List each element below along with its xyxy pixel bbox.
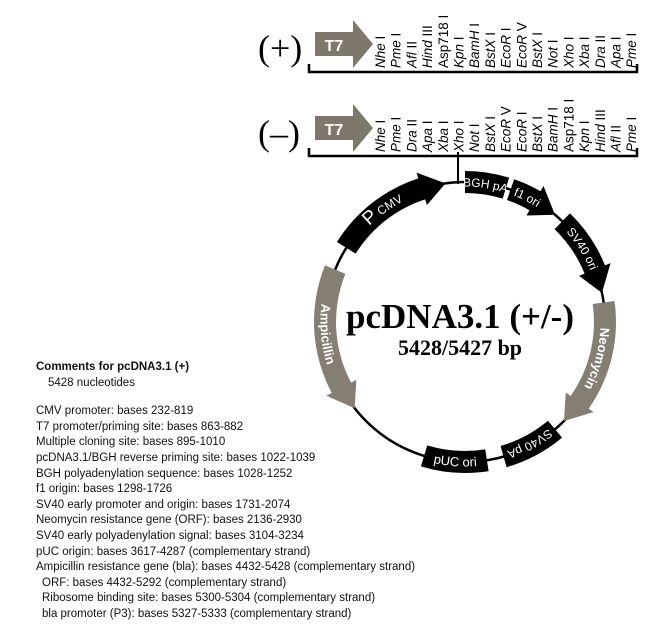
feature-bgh — [465, 171, 510, 199]
restriction-site: Xho I — [561, 36, 576, 69]
restriction-site: Hind III — [420, 25, 435, 68]
restriction-site: BstX I — [530, 116, 545, 152]
restriction-site: Apa I — [609, 36, 624, 69]
restriction-site: EcoR I — [499, 27, 514, 68]
mcs-bracket — [307, 64, 639, 74]
restriction-site: Afl II — [609, 125, 624, 153]
comment-line: T7 promoter/priming site: bases 863-882 — [36, 420, 244, 433]
restriction-site: Dra II — [404, 119, 419, 152]
plasmid-name: pcDNA3.1 (+/-) — [346, 297, 574, 336]
restriction-site: Pme I — [389, 33, 404, 68]
restriction-site: Dra II — [593, 35, 608, 68]
comments-title: Comments for pcDNA3.1 (+) — [36, 361, 190, 373]
comment-line: f1 origin: bases 1298-1726 — [36, 483, 173, 496]
restriction-site: Kpn I — [577, 120, 592, 152]
restriction-site: BstX I — [530, 32, 545, 68]
strand-label-plus: (+) — [258, 28, 302, 68]
feature-amp — [314, 265, 357, 409]
restriction-site: Afl II — [404, 41, 419, 69]
restriction-site: Nhe I — [373, 120, 388, 152]
comment-line: Neomycin resistance gene (ORF): bases 21… — [36, 514, 302, 527]
feature-puc — [420, 445, 489, 473]
comment-line: CMV promoter: bases 232-819 — [36, 405, 194, 418]
feature-sv40pa — [500, 420, 563, 468]
restriction-site: Pme I — [624, 33, 639, 68]
strand-label-minus: (–) — [258, 113, 300, 153]
restriction-site: Nhe I — [373, 36, 388, 68]
restriction-site: Xho I — [452, 120, 467, 153]
comment-line: Ampicillin resistance gene (bla): bases … — [36, 561, 416, 574]
comment-line: pUC origin: bases 3617-4287 (complementa… — [36, 545, 311, 558]
t7-promoter-arrow — [315, 20, 373, 68]
comments-block: Comments for pcDNA3.1 (+) 5428 nucleotid… — [36, 360, 415, 623]
restriction-site: Hind III — [593, 109, 608, 152]
restriction-site: BamH I — [467, 23, 482, 68]
comment-subline: bla promoter (P3): bases 5327-5333 (comp… — [42, 607, 352, 620]
restriction-site: Not I — [546, 39, 561, 68]
t7-promoter-arrow — [315, 104, 373, 152]
feature-f1 — [507, 179, 555, 216]
restriction-site: Not I — [467, 123, 482, 152]
restriction-site: BamH I — [546, 107, 561, 152]
comment-line: Multiple cloning site: bases 895-1010 — [36, 436, 226, 449]
mcs-bracket — [307, 148, 639, 158]
restriction-site: Xba I — [577, 36, 592, 69]
feature-neo — [563, 300, 617, 421]
restriction-site: BstX I — [483, 116, 498, 152]
restriction-site: Apa I — [420, 120, 435, 153]
restriction-site: Kpn I — [452, 36, 467, 68]
restriction-site: EcoR I — [514, 111, 529, 152]
restriction-site: Asp718 I — [561, 99, 576, 152]
comment-line: pcDNA3.1/BGH reverse priming site: bases… — [36, 451, 316, 464]
feature-label-puc: pUC ori — [433, 451, 478, 469]
comment-subline: ORF: bases 4432-5292 (complementary stra… — [42, 576, 287, 589]
restriction-site: BstX I — [483, 32, 498, 68]
comment-line: SV40 early polyadenylation signal: bases… — [36, 529, 304, 542]
feature-sv40ori — [554, 213, 611, 293]
restriction-site: Asp718 I — [436, 15, 451, 68]
comment-subline: Ribosome binding site: bases 5300-5304 (… — [42, 592, 376, 605]
comment-line: SV40 early promoter and origin: bases 17… — [36, 498, 291, 511]
restriction-site: EcoR V — [514, 22, 529, 68]
restriction-site: Pme I — [389, 117, 404, 152]
t7-label: T7 — [325, 38, 344, 55]
feature-pcmv — [336, 172, 446, 254]
restriction-site: EcoR V — [499, 106, 514, 152]
restriction-site: Xba I — [436, 120, 451, 153]
nucleotide-count: 5428 nucleotides — [48, 376, 135, 389]
restriction-site: Pme I — [624, 117, 639, 152]
plasmid-size: 5428/5427 bp — [398, 335, 522, 360]
comment-line: BGH polyadenylation sequence: bases 1028… — [36, 467, 293, 480]
t7-label: T7 — [325, 122, 344, 139]
